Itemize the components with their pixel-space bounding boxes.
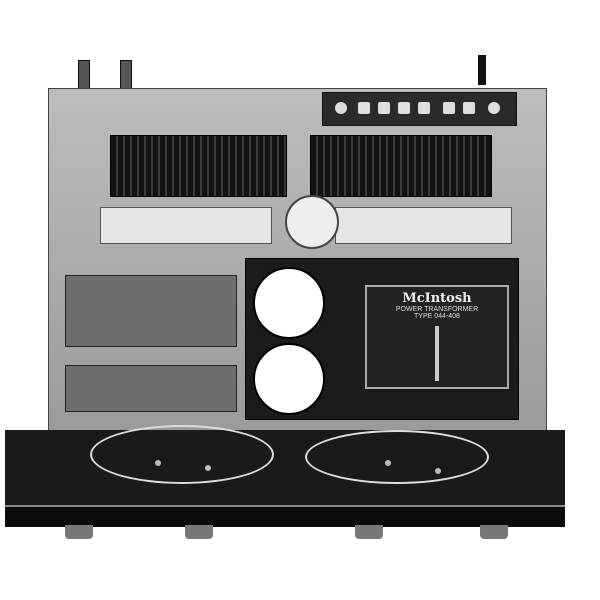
circuit-board — [65, 365, 237, 412]
wiring-harness — [305, 430, 489, 484]
capacitor-bank-left — [100, 207, 272, 244]
foot — [355, 525, 383, 539]
foot — [480, 525, 508, 539]
capacitor-bank-right — [335, 207, 512, 244]
control-strip — [322, 92, 517, 126]
label-type: TYPE 044-408 — [414, 313, 460, 320]
transformer-opening — [253, 267, 325, 339]
input-jack — [78, 60, 90, 90]
circuit-board — [65, 275, 237, 347]
antenna-post — [478, 55, 486, 85]
transformer-label-plate: McIntosh POWER TRANSFORMER TYPE 044-408 — [365, 285, 509, 389]
heat-sink-left — [110, 135, 287, 197]
heat-sink-right — [310, 135, 492, 197]
input-jack — [120, 60, 132, 90]
foot — [65, 525, 93, 539]
transformer-opening — [253, 343, 325, 415]
foot — [185, 525, 213, 539]
brand-logo: McIntosh — [402, 291, 472, 306]
front-panel — [5, 505, 565, 527]
wiring-harness — [90, 425, 274, 484]
filter-capacitor — [285, 195, 339, 249]
label-title: POWER TRANSFORMER — [395, 306, 479, 313]
